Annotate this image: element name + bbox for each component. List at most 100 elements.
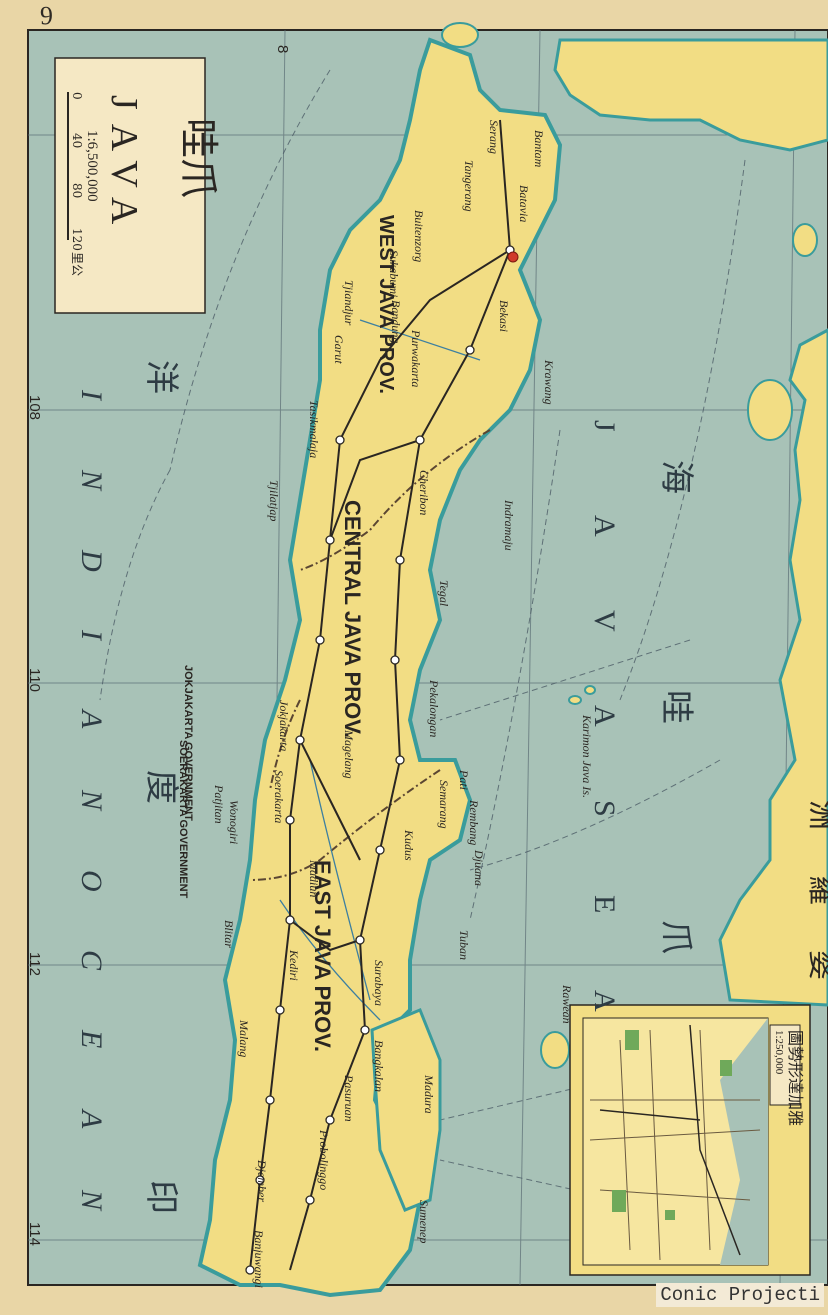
region-labels: WEST JAVA PROV. CENTRAL JAVA PROV. EAST JA… bbox=[177, 215, 397, 1052]
place-label: Bangkalan bbox=[372, 1040, 386, 1092]
place-label: Djember bbox=[255, 1159, 269, 1202]
place-label: Tuban bbox=[457, 930, 471, 960]
place-label: Cheribon bbox=[417, 470, 431, 515]
indian-ocean-chinese: 度 bbox=[141, 770, 181, 804]
place-label: Tjiandjur bbox=[342, 280, 356, 326]
place-label: Batavia bbox=[517, 185, 531, 222]
madura-island bbox=[370, 1008, 442, 1212]
longitude-label: 108 bbox=[26, 395, 43, 420]
java-sea-letter: A bbox=[588, 705, 621, 727]
place-label: Bandung bbox=[389, 300, 403, 343]
longitude-labels: 8 108 110 112 114 bbox=[26, 45, 291, 1246]
islands bbox=[441, 22, 818, 1069]
scale-unit: 里公 bbox=[70, 252, 84, 276]
place-label: Pekalongan bbox=[427, 679, 441, 737]
indian-ocean-letter: D bbox=[75, 549, 108, 572]
place-label: Blitar bbox=[222, 920, 236, 948]
region-label: CENTRAL JAVA PROV. bbox=[340, 500, 365, 738]
region-label: SOERAKARTA GOVERNMENT bbox=[177, 740, 189, 899]
place-label: Djuana bbox=[472, 849, 486, 886]
indian-ocean-letter: C bbox=[75, 950, 108, 971]
place-label: Soerakarta bbox=[272, 770, 286, 823]
place-label: Probolinggo bbox=[317, 1129, 331, 1190]
capital-marker bbox=[507, 251, 519, 263]
longitude-label: 114 bbox=[26, 1222, 43, 1246]
title-english: JAVA bbox=[103, 95, 145, 238]
indian-ocean-chinese: 印 bbox=[141, 1180, 181, 1214]
place-label: Pati bbox=[457, 769, 471, 790]
place-label: Karimon Java Is. bbox=[580, 714, 594, 798]
place-label: Tegal bbox=[437, 580, 451, 607]
projection-caption: Conic Projecti bbox=[656, 1283, 824, 1307]
longitude-label: 112 bbox=[26, 952, 43, 976]
place-label: Madiun bbox=[307, 859, 321, 897]
place-label: Tasikmalaja bbox=[307, 400, 321, 458]
java-sea-letter: J bbox=[588, 420, 621, 432]
java-sea-letter: V bbox=[588, 610, 621, 632]
inset-title: 圖勢形達加雅 bbox=[786, 1030, 805, 1126]
place-label: Bantam bbox=[532, 130, 546, 168]
indian-ocean-letter: I bbox=[75, 389, 108, 402]
scale-tick-80: 80 bbox=[70, 183, 84, 198]
title-text: 哇爪 JAVA 1:6,500,000 0 40 80 120 里公 bbox=[67, 92, 221, 276]
indian-ocean-letter: E bbox=[75, 1029, 108, 1048]
region-label: WEST JAVA PROV. bbox=[375, 215, 397, 394]
borneo-chinese: 婆 bbox=[804, 950, 828, 980]
region-label: EAST JAVA PROV. bbox=[310, 860, 335, 1052]
title-chinese: 哇爪 bbox=[175, 118, 221, 198]
java-sea-chinese: 海 bbox=[656, 460, 696, 494]
place-label: Serang bbox=[487, 120, 501, 154]
province-borders bbox=[249, 429, 491, 881]
place-label: Bekasi bbox=[497, 300, 511, 332]
borneo-land bbox=[718, 328, 828, 1007]
inset-scale: 1:250,000 bbox=[773, 1030, 785, 1075]
place-label: Jokjakarta bbox=[277, 700, 291, 751]
place-label: Tangerang bbox=[462, 160, 476, 212]
title-scale: 1:6,500,000 bbox=[84, 130, 100, 202]
place-label: Indramaju bbox=[502, 499, 516, 551]
title-box bbox=[54, 57, 206, 314]
scale-tick-0: 0 bbox=[70, 92, 84, 100]
borneo-chinese: 羅 bbox=[804, 875, 828, 905]
indian-ocean-letter: A bbox=[75, 708, 108, 729]
java-sea-letter: A bbox=[588, 515, 621, 537]
indian-ocean-letter: N bbox=[75, 469, 108, 492]
place-label: Sukabumi bbox=[387, 250, 401, 297]
place-label: Madura bbox=[422, 1074, 436, 1114]
region-label: JOKJAKARTA GOVERNMENT bbox=[182, 665, 194, 821]
place-label: Surabaya bbox=[372, 960, 386, 1006]
java-sea-chinese: 哇 bbox=[656, 690, 696, 724]
place-label: Semarang bbox=[437, 780, 451, 829]
shipping-routes bbox=[99, 69, 746, 1201]
place-label: Banjuwangi bbox=[252, 1230, 266, 1288]
place-label: Sumenep bbox=[417, 1200, 431, 1243]
longitude-label: 8 bbox=[274, 45, 291, 53]
java-sea-letter: A bbox=[588, 990, 621, 1012]
borneo-chinese: 洲 bbox=[804, 800, 828, 830]
place-label: Wonogiri bbox=[227, 800, 241, 844]
indian-ocean-letter: A bbox=[75, 1108, 108, 1129]
place-label: Pasuruan bbox=[342, 1074, 356, 1122]
indian-ocean-chinese: 洋 bbox=[141, 360, 181, 394]
longitude-label: 110 bbox=[26, 668, 43, 692]
sea-labels: JAVASEA海哇爪INDIANOCEAN洋度印洲羅婆 bbox=[75, 360, 828, 1214]
place-label: Buitenzorg bbox=[412, 210, 426, 262]
sumatra-land bbox=[553, 38, 828, 152]
inset-map: 圖勢形達加雅 1:250,000 bbox=[569, 1004, 811, 1276]
indian-ocean-letter: I bbox=[75, 629, 108, 642]
place-label: Tjilatjap bbox=[267, 480, 281, 521]
place-label: Magelang bbox=[342, 729, 356, 779]
java-sea-letter: S bbox=[588, 800, 621, 817]
java-sea-letter: E bbox=[588, 895, 621, 913]
indian-ocean-letter: N bbox=[75, 789, 108, 812]
page-number: 6 bbox=[40, 1, 53, 30]
place-label: Krawang bbox=[542, 359, 556, 405]
java-sea-chinese: 爪 bbox=[656, 920, 696, 954]
place-label: Rembang bbox=[467, 799, 481, 845]
place-label: Purwakarta bbox=[409, 329, 423, 387]
place-label: Garut bbox=[332, 335, 346, 364]
scale-tick-120: 120 bbox=[70, 228, 84, 251]
scale-tick-40: 40 bbox=[70, 133, 84, 148]
